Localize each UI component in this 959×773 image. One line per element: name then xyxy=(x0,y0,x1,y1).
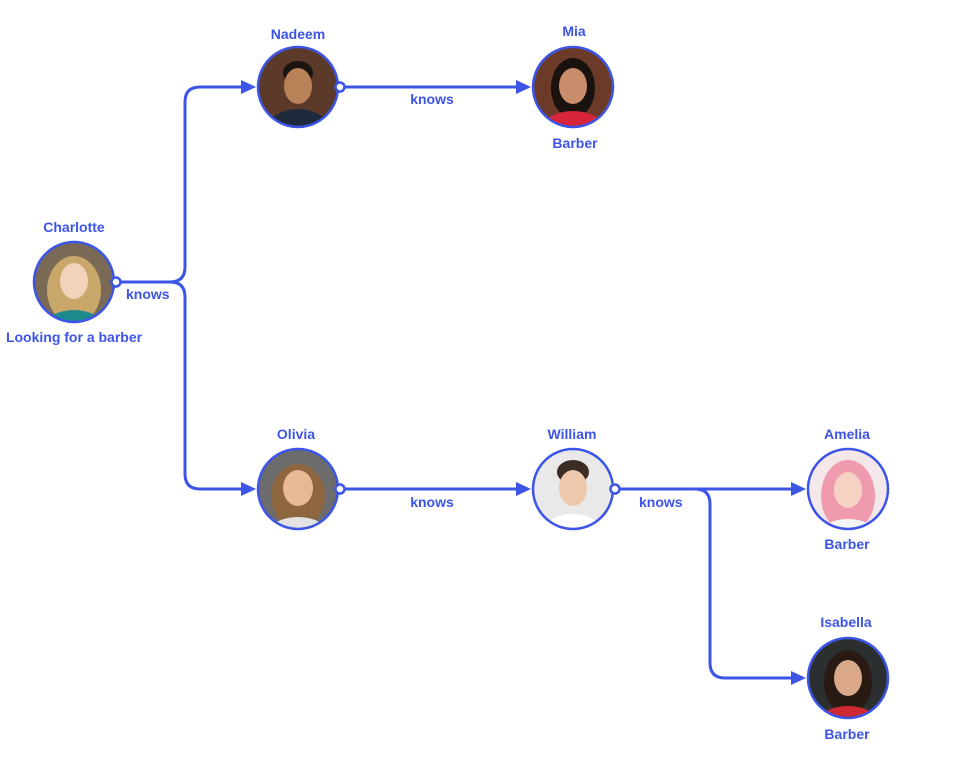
avatar-face xyxy=(559,68,587,104)
arrow-head xyxy=(791,671,806,685)
edge-labels: knows knows knows knows xyxy=(126,91,683,510)
arrow-head xyxy=(516,482,531,496)
port-circle[interactable] xyxy=(336,485,345,494)
node-name: Charlotte xyxy=(43,219,105,235)
avatar-face xyxy=(834,472,862,508)
node-name: Olivia xyxy=(277,426,315,442)
edge-label: knows xyxy=(410,91,454,107)
avatar-face xyxy=(834,660,862,696)
node-nadeem[interactable]: Nadeem xyxy=(258,26,345,153)
avatar-face xyxy=(60,263,88,299)
avatar xyxy=(533,449,613,552)
port-circle[interactable] xyxy=(112,278,121,287)
node-william[interactable]: William xyxy=(533,426,620,552)
edges xyxy=(116,80,806,685)
edge-label: knows xyxy=(410,494,454,510)
avatar-shirt xyxy=(266,109,330,153)
arrow-head xyxy=(241,482,256,496)
avatar-face xyxy=(283,470,313,506)
node-note: Barber xyxy=(824,726,870,742)
edge-label: knows xyxy=(639,494,683,510)
node-note: Barber xyxy=(552,135,598,151)
edge-william-isabella[interactable] xyxy=(615,489,794,678)
edge-charlotte-nadeem[interactable] xyxy=(116,87,244,282)
node-amelia[interactable]: Amelia Barber xyxy=(808,426,888,552)
avatar xyxy=(808,449,888,549)
arrow-head xyxy=(241,80,256,94)
arrow-head xyxy=(791,482,806,496)
avatar-face xyxy=(559,470,587,506)
edge-charlotte-olivia[interactable] xyxy=(116,282,244,489)
avatar xyxy=(258,449,338,551)
node-isabella[interactable]: Isabella Barber xyxy=(808,614,888,742)
avatar xyxy=(808,638,888,738)
arrow-head xyxy=(516,80,531,94)
node-note: Looking for a barber xyxy=(6,329,143,345)
port-circle[interactable] xyxy=(336,83,345,92)
node-olivia[interactable]: Olivia xyxy=(258,426,345,551)
node-name: Amelia xyxy=(824,426,870,442)
node-name: William xyxy=(548,426,597,442)
avatar-shirt xyxy=(543,514,603,552)
node-note: Barber xyxy=(824,536,870,552)
avatar-face xyxy=(284,68,312,104)
node-name: Nadeem xyxy=(271,26,325,42)
node-name: Isabella xyxy=(820,614,872,630)
edge-label: knows xyxy=(126,286,170,302)
avatar xyxy=(258,47,338,153)
port-circle[interactable] xyxy=(611,485,620,494)
node-mia[interactable]: Mia Barber xyxy=(533,23,613,151)
node-name: Mia xyxy=(562,23,586,39)
